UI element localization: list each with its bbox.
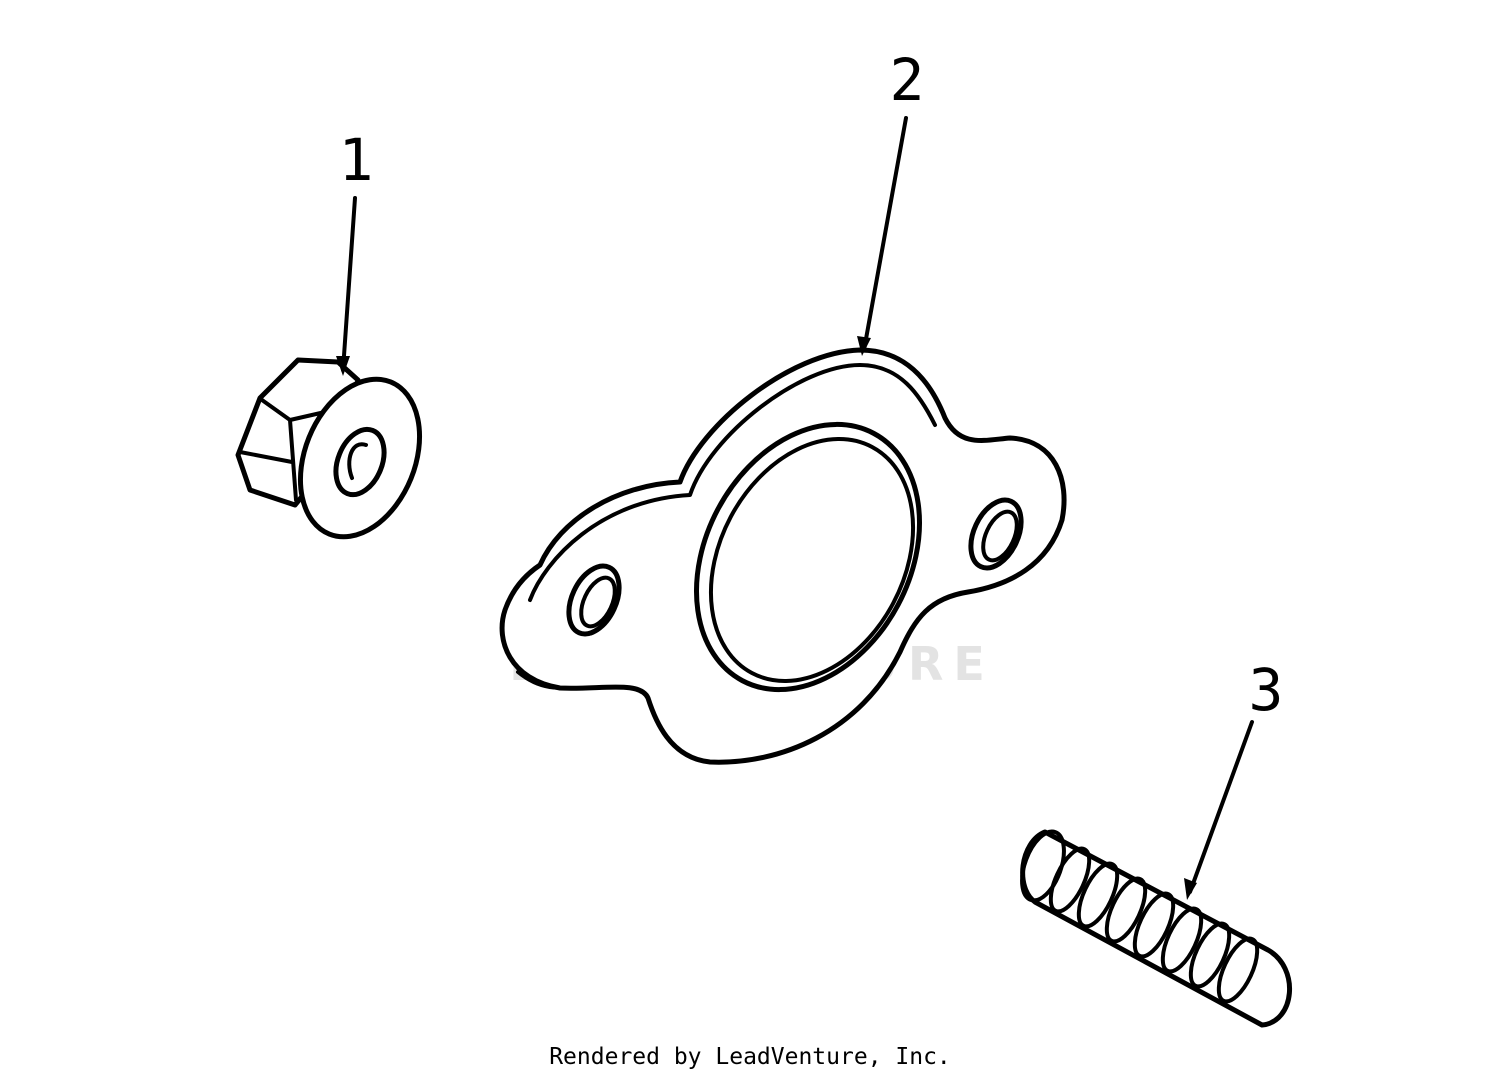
gasket-port-inner (708, 437, 916, 683)
callout-label-2: 2 (890, 46, 925, 114)
leader-line-2 (862, 116, 908, 352)
leader-line-3 (1188, 720, 1254, 894)
gasket-inner-edge (528, 363, 937, 602)
gasket-right-bolt-hole-inner (981, 509, 1019, 563)
leader-arrow-3 (1184, 878, 1197, 900)
gasket-port (694, 421, 922, 693)
flange-nut-hex-facets (238, 398, 327, 502)
gasket-part[interactable] (499, 347, 1067, 765)
flange-nut-thread (347, 442, 368, 480)
gasket-left-bolt-hole-inner (579, 575, 617, 629)
flange-nut-part[interactable] (235, 357, 442, 555)
leader-line-1 (341, 196, 357, 372)
stud-threads (1048, 846, 1260, 1004)
leader-lines (336, 116, 1254, 900)
stud-part[interactable] (1014, 826, 1292, 1028)
footer-credit: Rendered by LeadVenture, Inc. (549, 1044, 951, 1070)
callout-label-1: 1 (339, 126, 374, 194)
flange-nut-bore (333, 426, 387, 498)
leader-arrow-2 (857, 336, 871, 356)
leader-arrow-1 (336, 356, 350, 376)
callout-label-3: 3 (1249, 656, 1284, 724)
